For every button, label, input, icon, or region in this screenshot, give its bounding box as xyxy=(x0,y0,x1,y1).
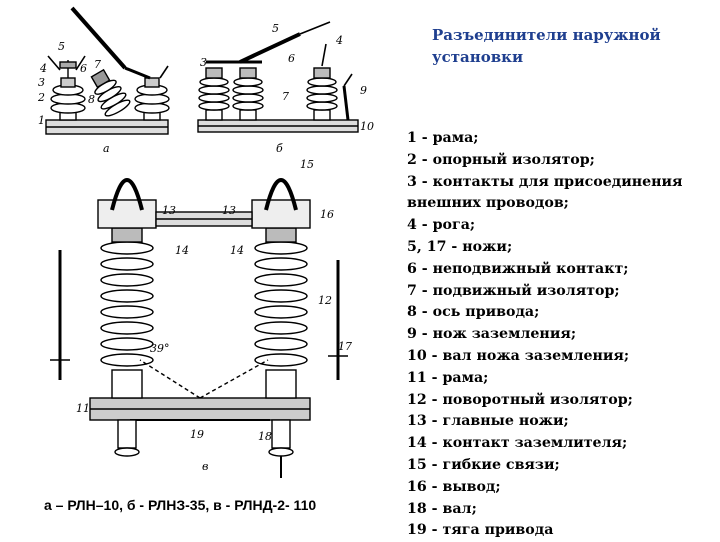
legend-item: 3 - контакты для присоединения xyxy=(407,173,683,190)
label-a-6: 6 xyxy=(80,62,87,75)
figure-a-labels: 5 4 6 7 3 2 8 1 а xyxy=(37,40,110,155)
legend-item: 13 - главные ножи; xyxy=(407,413,569,430)
label-v-15: 15 xyxy=(300,158,314,171)
grounding-knife-b xyxy=(342,85,350,121)
legend-item: 16 - вывод; xyxy=(407,478,501,495)
knife-a xyxy=(70,6,127,70)
label-a-1: 1 xyxy=(38,114,45,127)
label-v-17: 17 xyxy=(338,340,352,353)
figure-b xyxy=(197,21,359,133)
label-v-16: 16 xyxy=(320,208,334,221)
legend-item: 1 - рама; xyxy=(407,130,479,146)
support-insulator-b-right xyxy=(306,67,338,121)
label-b-10: 10 xyxy=(360,120,374,133)
figure-b-labels: 5 4 3 6 7 9 10 б xyxy=(200,22,374,155)
knife-b xyxy=(239,32,301,64)
disconnector-drawings: 5 4 6 7 3 2 8 1 а xyxy=(37,6,374,478)
flexible-link-v-left xyxy=(110,178,144,211)
label-b-6: 6 xyxy=(288,52,295,65)
legend-item: 10 - вал ножа заземления; xyxy=(407,347,630,364)
page-title-line-1: Разъединители наружной xyxy=(432,26,661,44)
figure-caption: а – РЛН–10, б - РЛНЗ-35, в - РЛНД-2- 110 xyxy=(44,497,317,513)
label-b-4: 4 xyxy=(335,34,343,47)
label-b-3: 3 xyxy=(200,56,207,69)
legend-item: 4 - рога; xyxy=(407,217,476,234)
legend-item: 5, 17 - ножи; xyxy=(407,238,513,255)
support-insulator-a-left xyxy=(50,60,86,121)
legend-item: 2 - опорный изолятор; xyxy=(407,151,595,168)
legend-item: 6 - неподвижный контакт; xyxy=(407,260,629,277)
label-a-3: 3 xyxy=(38,76,45,89)
horn-b xyxy=(321,43,327,67)
movable-insulator-b xyxy=(232,67,264,121)
flexible-link-v-right xyxy=(264,178,298,211)
figure-b-letter: б xyxy=(276,142,283,155)
figure-a-letter: а xyxy=(103,142,110,155)
label-v-angle: 39° xyxy=(150,342,170,355)
label-a-2: 2 xyxy=(37,91,45,104)
support-insulator-b xyxy=(198,67,230,121)
label-a-8: 8 xyxy=(88,93,95,106)
rotating-insulator-v-left xyxy=(97,178,157,399)
legend-item: 8 - ось привода; xyxy=(407,304,540,321)
legend-item: 14 - контакт заземлителя; xyxy=(407,435,628,452)
figure-v xyxy=(50,178,348,478)
rotating-insulator-v-right xyxy=(251,178,311,399)
label-b-9: 9 xyxy=(360,84,367,97)
label-v-13-right: 13 xyxy=(222,204,236,217)
page-title-line-2: установки xyxy=(432,48,524,66)
label-v-19: 19 xyxy=(190,428,204,441)
figure-v-letter: в xyxy=(202,460,208,473)
label-v-18: 18 xyxy=(258,430,272,443)
label-b-5: 5 xyxy=(272,22,279,35)
label-b-7: 7 xyxy=(282,90,289,103)
label-a-7: 7 xyxy=(94,58,101,71)
legend-item: внешних проводов; xyxy=(407,195,569,212)
figure-v-labels: 15 13 13 16 14 14 12 17 39° 11 19 18 в xyxy=(76,158,352,473)
legend-item: 19 - тяга привода xyxy=(407,522,554,539)
support-insulator-a-right xyxy=(134,77,170,121)
label-v-14-right: 14 xyxy=(230,244,244,257)
legend-item: 15 - гибкие связи; xyxy=(407,456,560,473)
legend-item: 7 - подвижный изолятор; xyxy=(407,282,620,299)
label-v-14-left: 14 xyxy=(175,244,189,257)
label-v-13-left: 13 xyxy=(162,204,176,217)
legend-item: 12 - поворотный изолятор; xyxy=(407,391,633,408)
parts-legend: 1 - рама; 2 - опорный изолятор; 3 - конт… xyxy=(407,128,717,542)
label-v-11: 11 xyxy=(76,402,90,415)
label-a-4: 4 xyxy=(39,62,47,75)
legend-item: 18 - вал; xyxy=(407,500,477,517)
page-title: Разъединители наружной установки xyxy=(432,24,702,68)
label-a-5: 5 xyxy=(58,40,65,53)
figure-a xyxy=(45,6,170,135)
horn-a xyxy=(47,55,61,71)
movable-insulator-a xyxy=(90,68,131,117)
label-v-12: 12 xyxy=(318,294,332,307)
legend-item: 9 - нож заземления; xyxy=(407,326,577,343)
legend-item: 11 - рама; xyxy=(407,369,489,386)
